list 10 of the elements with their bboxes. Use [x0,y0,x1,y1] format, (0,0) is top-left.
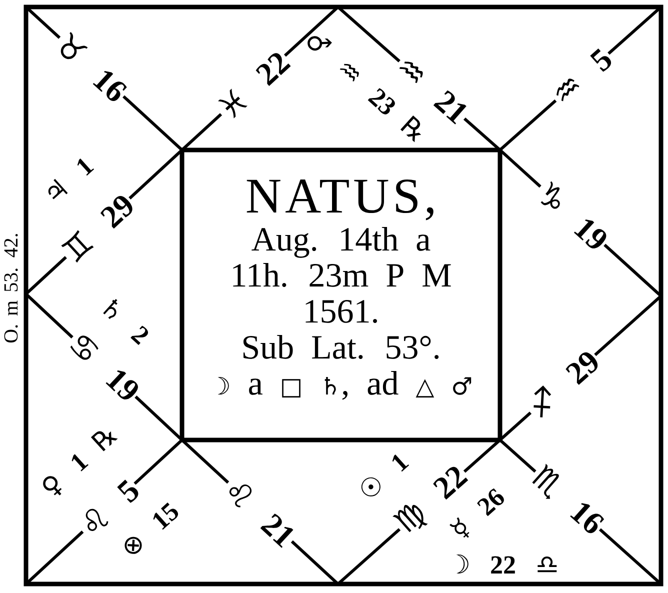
margin-note: O. m 53. 42. [4,234,18,342]
sign-degree-label: ♒ 5 [548,44,617,110]
sign-degree-label: ♉ 16 [50,28,132,106]
sign-degree-label: ♑ 19 [531,176,614,255]
text-box: NATUS, Aug. 14th a 11h. 23m P M 1561. Sub Lat. 53°. ☽ a □ ♄, ad △ ♂ [180,148,502,442]
sign-degree-label: ♓ 22 [212,46,294,124]
sign-degree-label: ♏ 16 [525,460,610,540]
sign-degree-label: ♌ 21 [219,472,301,552]
planet-position-label: ☽ 22 ♎ [456,554,557,574]
sign-degree-label: ♐ 29 [522,344,604,423]
